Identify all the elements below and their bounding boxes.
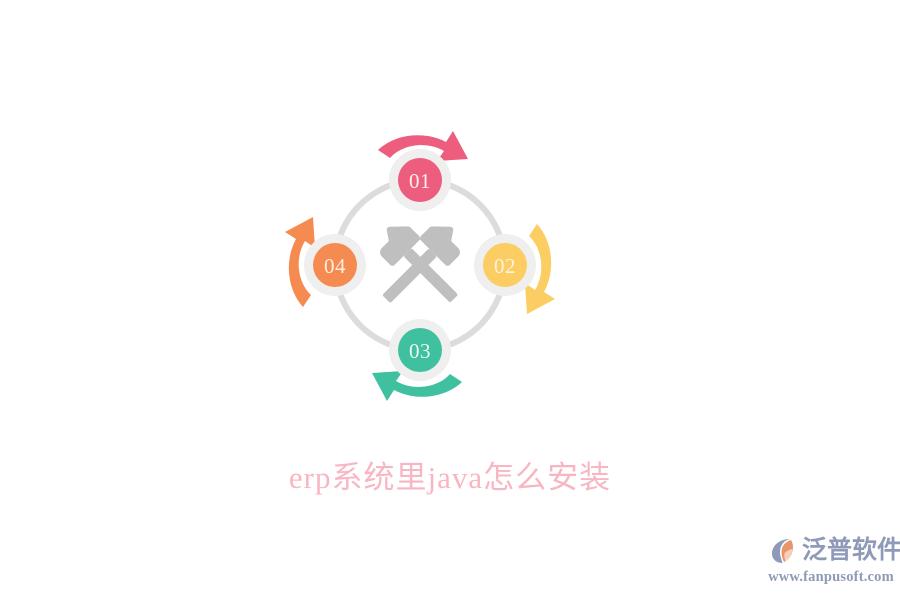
cycle-node-04[interactable]: 04 <box>304 234 366 296</box>
cycle-node-04-disc <box>313 243 357 287</box>
cycle-arrow-01 <box>378 131 468 161</box>
fanpu-swoosh-logo-icon <box>772 539 793 563</box>
cycle-diagram: 01 02 03 04 <box>250 95 590 435</box>
cycle-diagram-graphic: 01 02 03 04 <box>285 131 555 401</box>
watermark-url: www.fanpusoft.com <box>768 569 894 585</box>
cycle-node-04-label: 04 <box>324 254 346 278</box>
watermark-logo: 泛普软件 www.fanpusoft.com <box>768 532 900 590</box>
cycle-node-03-disc <box>398 328 442 372</box>
cycle-node-02-label: 02 <box>494 254 516 278</box>
page-caption: erp系统里java怎么安装 <box>288 460 612 495</box>
watermark-brand-name: 泛普软件 <box>802 536 900 564</box>
cycle-node-02[interactable]: 02 <box>474 234 536 296</box>
cycle-node-03-label: 03 <box>409 339 431 363</box>
crossed-hammers-icon <box>380 226 460 303</box>
cycle-node-01-disc <box>398 158 442 202</box>
cycle-node-03[interactable]: 03 <box>389 319 451 381</box>
cycle-arrow-03 <box>372 371 462 401</box>
cycle-arrow-02 <box>525 224 555 314</box>
cycle-node-01[interactable]: 01 <box>389 149 451 211</box>
cycle-node-02-disc <box>483 243 527 287</box>
cycle-arrow-04 <box>285 217 315 307</box>
cycle-node-01-label: 01 <box>409 169 431 193</box>
